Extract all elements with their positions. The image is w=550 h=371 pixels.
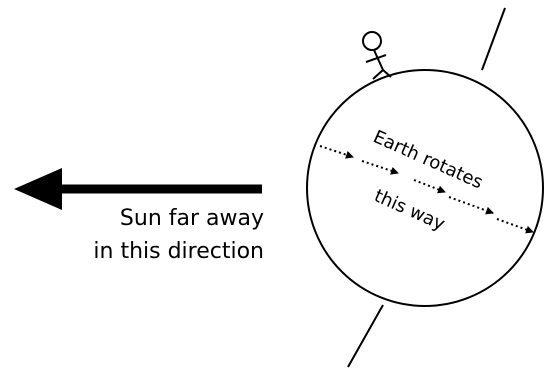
sun-label-line-1: Sun far away [120, 208, 264, 230]
sun-label-line-2: in this direction [93, 241, 264, 263]
sun-direction-arrow [14, 168, 262, 210]
stick-figure-observer-icon [363, 32, 391, 79]
earth-circle [307, 70, 543, 306]
